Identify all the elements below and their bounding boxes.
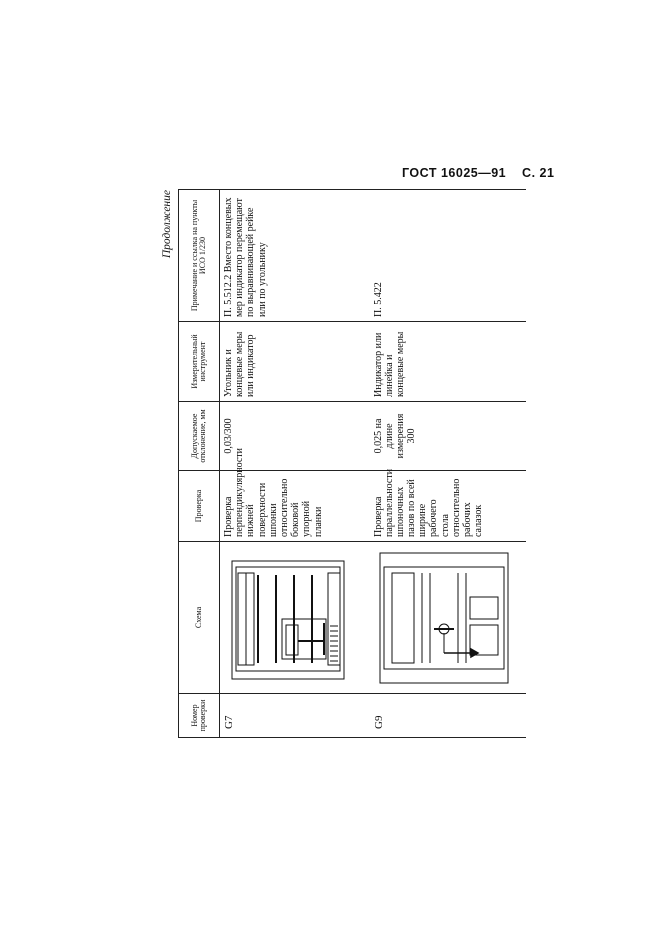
table-row: G9 bbox=[369, 189, 526, 738]
continuation-label: Продолжение bbox=[161, 190, 173, 259]
row-g7-notes: П. 5.512.2 Вместо концевых мер индикатор… bbox=[219, 189, 370, 322]
rotated-table-region: Продолжение Номер проверки Схема Проверк… bbox=[161, 189, 526, 738]
table-header-row: Номер проверки Схема Проверка Допускаемо… bbox=[178, 189, 220, 738]
row-g9-instrument: Индикатор или линейка и концевые меры bbox=[369, 321, 526, 402]
row-g9-scheme bbox=[369, 541, 526, 694]
row-g9-tolerance: 0,025 на длине измерения 300 bbox=[369, 401, 526, 471]
row-g7-check: Проверка перпендикулярности нижней повер… bbox=[219, 448, 370, 542]
col-header-check: Проверка bbox=[178, 470, 220, 542]
table-row: G7 bbox=[219, 189, 370, 738]
gost-code: ГОСТ 16025—91 bbox=[402, 166, 507, 180]
scheme-g7-diagram bbox=[231, 560, 345, 680]
col-header-scheme: Схема bbox=[178, 541, 220, 694]
row-g9-notes: П. 5.422 bbox=[369, 189, 526, 322]
row-g7-number: G7 bbox=[219, 693, 370, 738]
col-header-tolerance: Допускаемое отклонение, мм bbox=[178, 401, 220, 471]
col-header-number: Номер проверки bbox=[178, 693, 220, 738]
table-wrapper: Продолжение Номер проверки Схема Проверк… bbox=[161, 189, 526, 738]
row-g7-instrument: Угольник и концевые меры или индикатор bbox=[219, 321, 370, 402]
scheme-g9-diagram bbox=[379, 552, 508, 684]
page-number: С. 21 bbox=[522, 166, 555, 180]
col-header-notes: Примечание и ссылка на пункты ИСО 1/230 bbox=[178, 189, 220, 322]
row-g7-notes-text: П. 5.512.2 Вместо концевых мер индикатор… bbox=[223, 197, 268, 317]
row-g9-check: Проверка параллельности шпоночных пазов … bbox=[369, 469, 526, 542]
page-header: ГОСТ 16025—91 С. 21 bbox=[402, 166, 554, 180]
row-g9-number: G9 bbox=[369, 693, 526, 738]
row-g7-scheme bbox=[219, 541, 370, 694]
inspection-table: Номер проверки Схема Проверка Допускаемо… bbox=[178, 189, 526, 738]
col-header-instrument: Измерительный инструмент bbox=[178, 321, 220, 402]
